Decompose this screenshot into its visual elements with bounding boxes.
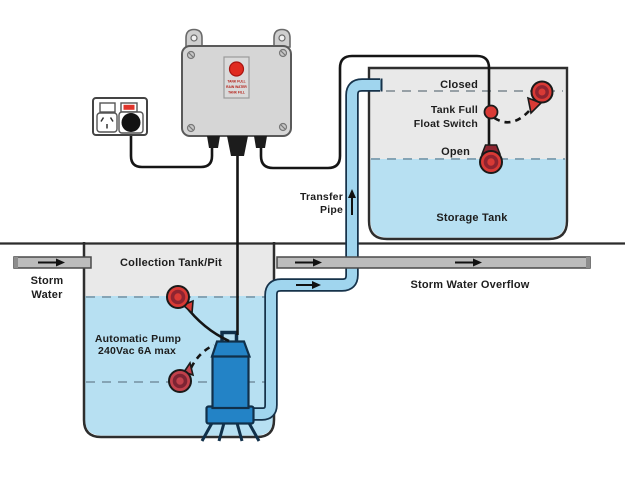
transfer-pipe-label-2: Pipe (320, 204, 343, 216)
collection-tank-label: Collection Tank/Pit (120, 257, 222, 269)
pipe-flow-arrow-up (348, 189, 356, 215)
collection-float-alt-dashed (189, 343, 215, 369)
socket-pins-icon (100, 117, 114, 129)
socket-left (96, 112, 118, 133)
tank-full-label: Tank Full (431, 104, 478, 116)
collection-float-high (166, 285, 194, 315)
float-switch-cable (259, 54, 491, 170)
switch-on-indicator (123, 104, 135, 110)
box-label-line2: RAIN WATER (226, 85, 247, 89)
storage-float-closed (526, 80, 554, 115)
mount-hole-right-icon (278, 34, 286, 42)
mount-hole-left-icon (190, 34, 198, 42)
storm-inlet-pipe-cap (14, 257, 18, 268)
gland-right (254, 136, 267, 148)
open-label: Open (441, 146, 470, 158)
tank-full-button[interactable] (228, 61, 245, 77)
cable-glands (207, 136, 267, 156)
pump-body (211, 354, 250, 410)
pump-legs (200, 422, 261, 442)
box-label-line3: TANK FILL (228, 91, 245, 95)
overflow-flow-arrow-2 (455, 258, 482, 267)
storage-tank-water (370, 159, 566, 238)
cable-weight-ball (483, 104, 499, 120)
gland-left (207, 136, 220, 148)
closed-label: Closed (440, 79, 478, 91)
storage-tank-label: Storage Tank (436, 212, 508, 224)
pump-cap (210, 340, 252, 358)
screws (186, 48, 288, 133)
automatic-pump-label: Automatic Pump (95, 333, 181, 345)
storm-overflow-pipe-cap (586, 257, 590, 268)
storage-tank-wall (367, 66, 569, 241)
storm-overflow-label: Storm Water Overflow (410, 279, 529, 291)
collection-float-low (168, 361, 195, 393)
collection-tank-wall (82, 242, 276, 439)
float-switches (166, 80, 554, 393)
float-switch-label: Float Switch (414, 118, 478, 130)
power-plug (121, 113, 141, 132)
storage-tank (367, 66, 569, 241)
submersible-pump (200, 330, 261, 442)
power-cord (129, 132, 214, 169)
transfer-pipe-label-1: Transfer (300, 191, 343, 203)
control-box: TANK FULL RAIN WATER TANK FILL (181, 28, 292, 156)
outlet-switch-left[interactable] (99, 102, 116, 113)
pipe-flow-arrow-horizontal (296, 281, 321, 289)
storm-water-label-2: Water (31, 289, 63, 301)
storm-overflow-pipe (276, 256, 591, 269)
flow-arrows (38, 189, 482, 289)
storage-float-open (479, 144, 503, 174)
float-alt-position-dashed (492, 110, 530, 124)
power-outlet (92, 97, 148, 136)
overflow-flow-arrow-1 (295, 258, 322, 267)
gland-center (227, 136, 248, 156)
box-label-line1: TANK FULL (227, 80, 245, 84)
storm-water-label-1: Storm (31, 275, 64, 287)
collection-tank-air (85, 243, 273, 296)
pump-rating-label: 240Vac 6A max (98, 345, 176, 357)
diagram-labels: Closed Tank Full Float Switch Open Stora… (31, 79, 530, 357)
inlet-flow-arrow (38, 258, 65, 267)
